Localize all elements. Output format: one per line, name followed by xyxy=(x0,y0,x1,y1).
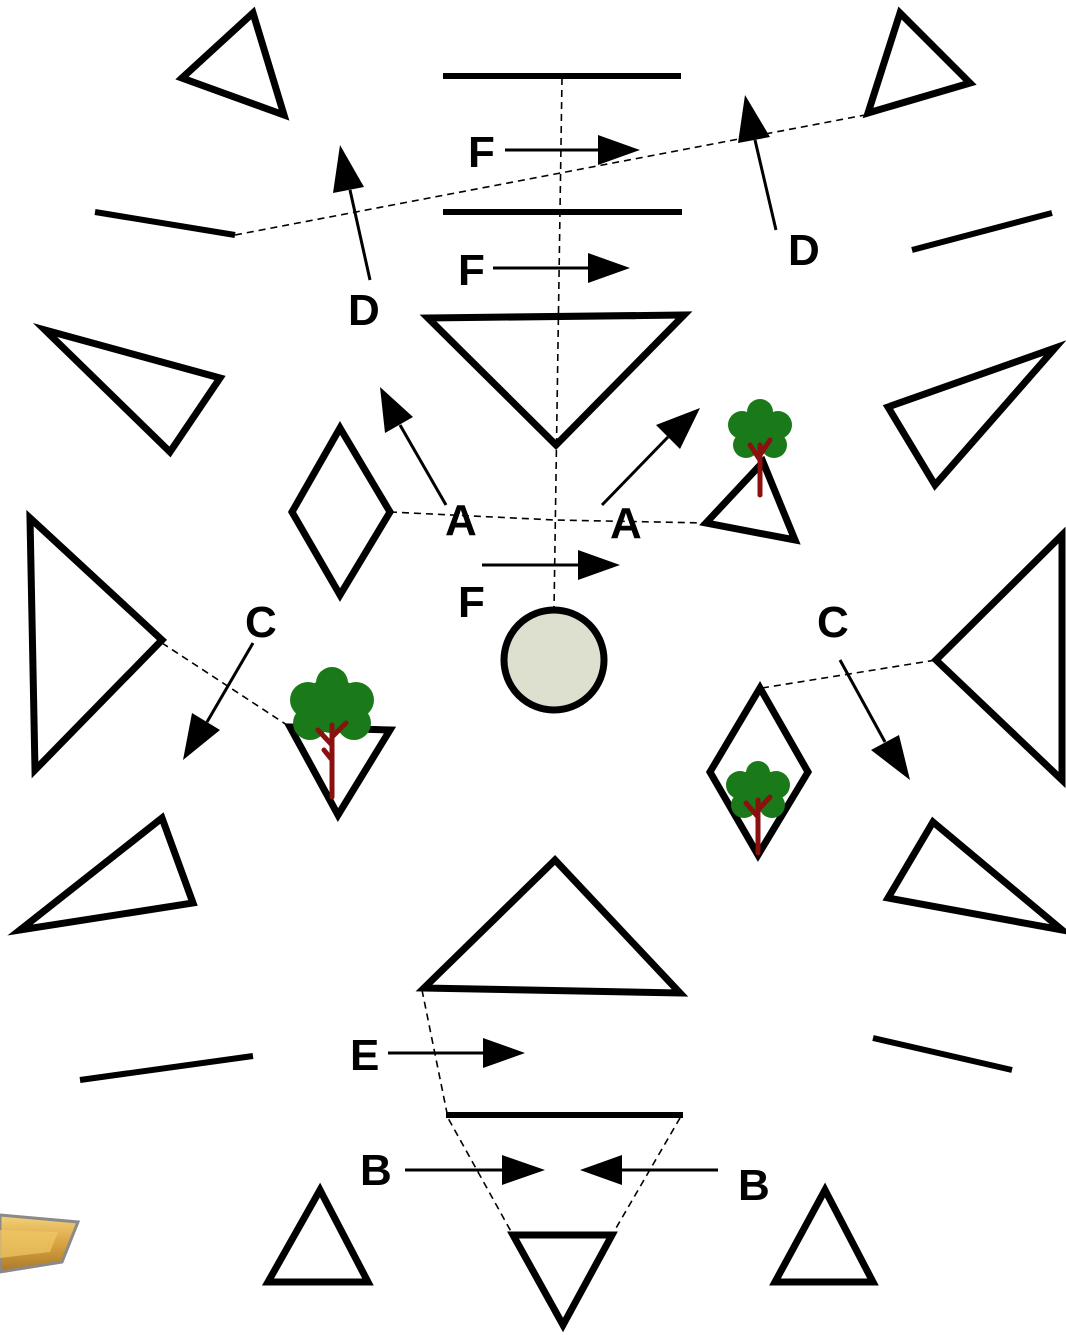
label-f-2: F xyxy=(458,246,485,295)
arrow-a-left-head xyxy=(380,387,413,433)
d-gate-dashed-line xyxy=(235,115,865,235)
c-left-dashed-line xyxy=(162,643,290,727)
triangle-top-left xyxy=(182,13,284,115)
arrow-d-right-head xyxy=(738,95,770,143)
label-d-left: D xyxy=(348,286,380,335)
triangle-upper-left xyxy=(45,330,220,452)
bar-right-upper xyxy=(912,213,1052,250)
arrow-d-left-line xyxy=(350,190,370,280)
triangle-right-large xyxy=(936,535,1062,780)
arrow-c-left-line xyxy=(207,643,253,722)
triangle-bottom-center xyxy=(513,1235,612,1325)
triangle-tree-left xyxy=(290,727,390,815)
arrow-b-left-head xyxy=(502,1155,545,1185)
center-dashed-line xyxy=(554,78,562,610)
triangle-lower-left xyxy=(20,818,193,930)
tree-icon xyxy=(726,761,790,853)
triangle-bottom-right xyxy=(775,1190,873,1282)
arrow-f-1-head xyxy=(598,135,640,165)
a-gate-dashed-line xyxy=(390,512,706,523)
label-f-1: F xyxy=(468,128,495,177)
label-f-3: F xyxy=(458,578,485,627)
arrow-a-left-line xyxy=(400,425,446,505)
bar-left-lower xyxy=(80,1056,253,1080)
triangle-left-large xyxy=(30,518,162,770)
obstacle-shapes xyxy=(20,13,1062,1325)
arrow-b-right-head xyxy=(580,1155,622,1185)
label-b-right: B xyxy=(738,1161,770,1210)
label-c-left: C xyxy=(245,598,277,647)
triangle-bottom-left xyxy=(268,1190,368,1282)
label-a-left: A xyxy=(445,496,477,545)
triangle-tree-small-right xyxy=(706,462,795,540)
triangle-center-top xyxy=(428,315,684,445)
arrow-d-right-line xyxy=(755,140,776,230)
arrow-d-left-head xyxy=(333,145,364,193)
triangle-center-bottom xyxy=(424,860,680,993)
tree-icon xyxy=(728,399,792,495)
triangle-lower-right xyxy=(888,822,1062,930)
triangle-top-right xyxy=(868,13,970,113)
arrow-f-2-head xyxy=(588,253,630,283)
arrow-c-right-head xyxy=(871,735,910,780)
label-d-right: D xyxy=(788,226,820,275)
arrow-f-3-head xyxy=(578,550,620,580)
label-a-right: A xyxy=(610,499,642,548)
diamond-left xyxy=(292,428,390,595)
arrow-c-left-head xyxy=(183,713,220,760)
arrow-a-right-line xyxy=(602,437,668,505)
label-b-left: B xyxy=(360,1146,392,1195)
arrow-e-head xyxy=(483,1038,525,1068)
triangle-upper-right xyxy=(888,348,1055,485)
center-circle xyxy=(504,610,604,710)
label-c-right: C xyxy=(817,598,849,647)
logo-icon xyxy=(0,1215,78,1272)
bar-left-upper xyxy=(95,212,235,235)
label-e: E xyxy=(350,1031,379,1080)
bar-right-lower xyxy=(873,1038,1012,1070)
